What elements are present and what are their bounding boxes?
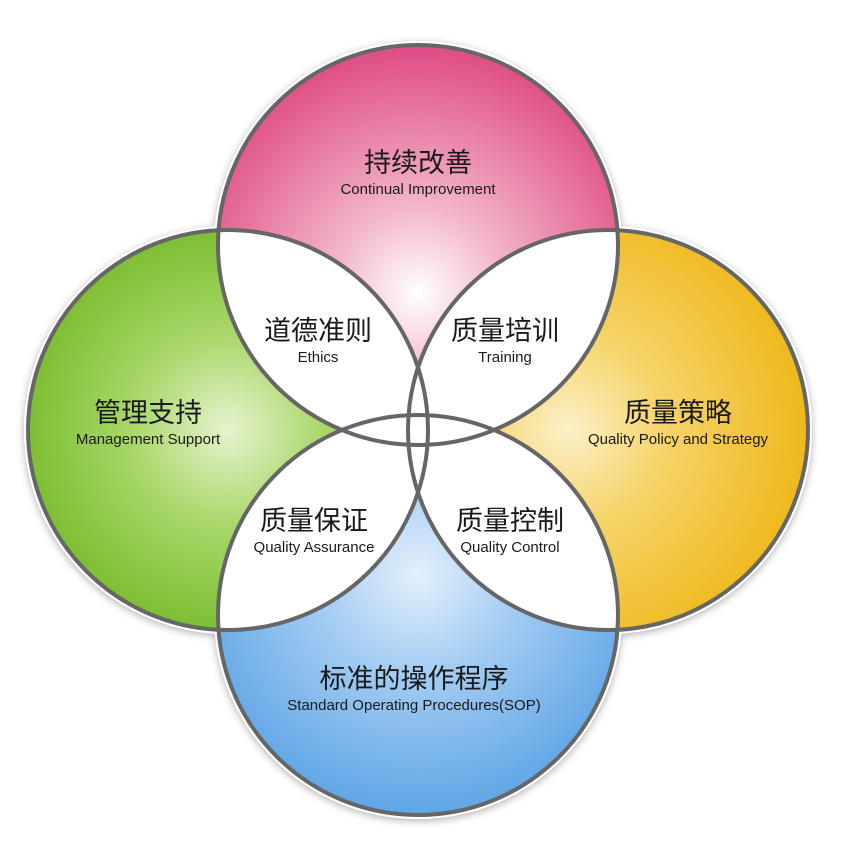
circle-outlines [26,43,810,817]
